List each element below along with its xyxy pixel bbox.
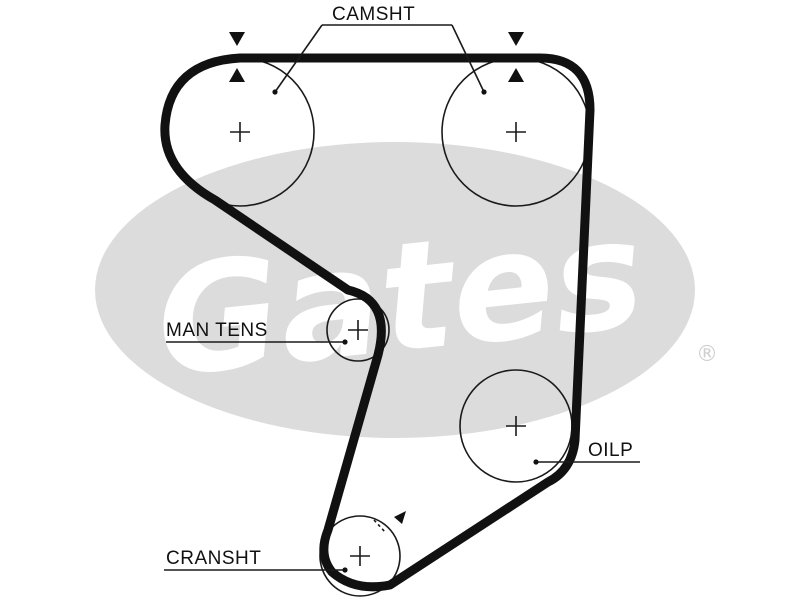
label-tensioner: MAN TENS [166,320,268,341]
timing-mark-camshaft-right [508,32,524,82]
timing-mark-camshaft-left [229,32,245,82]
timing-belt [160,53,595,592]
watermark-registered-mark: ® [696,342,718,367]
label-oil-pump: OILP [588,440,633,461]
pulley-tensioner [326,298,390,362]
timing-mark-crankshaft [373,511,406,534]
leader-lines [164,24,640,573]
label-crankshaft: CRANSHT [166,548,261,569]
label-camshaft: CAMSHT [332,4,415,25]
